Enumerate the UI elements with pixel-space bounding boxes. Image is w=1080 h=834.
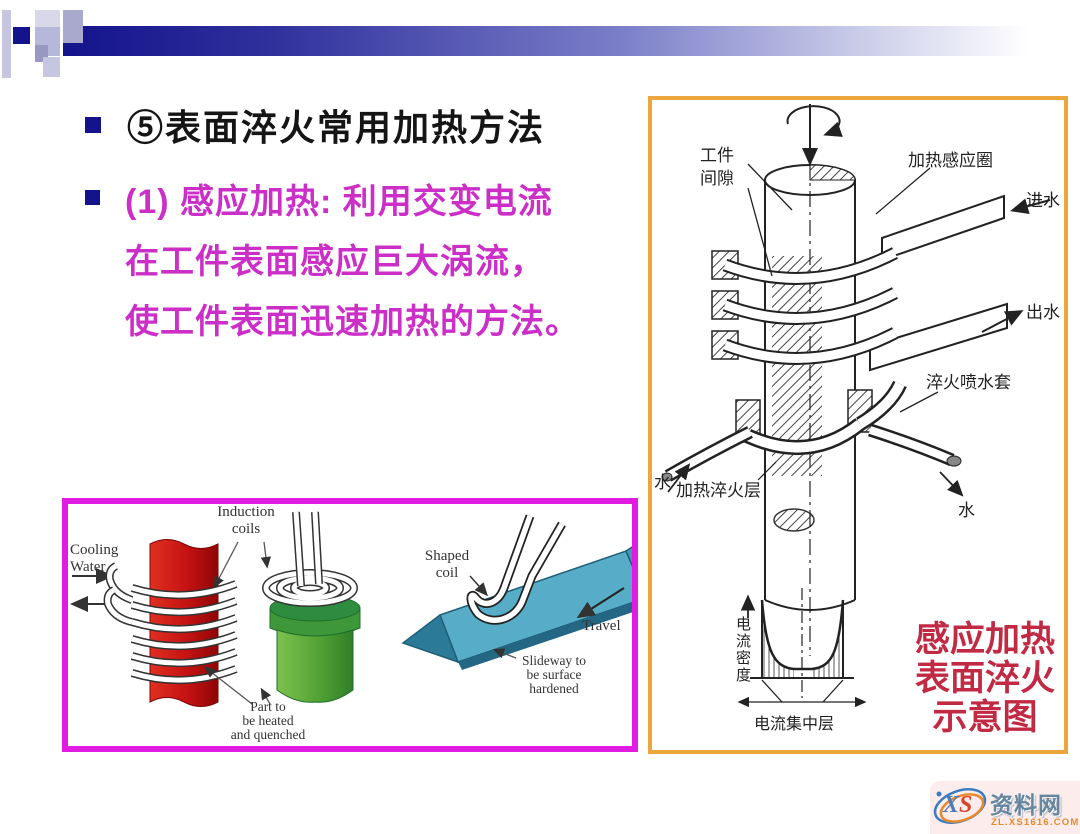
label-water-right: 水	[958, 501, 975, 520]
heating-coil-tube	[711, 247, 898, 365]
deco-square	[43, 57, 60, 77]
body-text: (1) 感应加热: 利用交变电流 在工件表面感应巨大涡流， 使工件表面迅速加热的…	[125, 172, 605, 352]
cooling-water-arrows	[70, 568, 114, 612]
watermark-site-url: ZL.XS1616.COM	[991, 817, 1080, 828]
bullet-square-icon	[85, 190, 100, 205]
workpiece-shaft	[764, 162, 856, 656]
label-workpiece-gap: 工件 间隙	[700, 146, 734, 188]
water-out-tube	[869, 302, 1008, 372]
label-current-density: 电流密度	[734, 616, 750, 684]
label-induction-coils: Induction coils	[217, 504, 275, 537]
label-water-out: 出水	[1026, 303, 1060, 322]
label-concentration-layer: 电流集中层	[754, 716, 835, 733]
label-heating-coil: 加热感应圈	[908, 151, 993, 170]
watermark-logo-text: XS	[943, 792, 973, 818]
rotation-arrow-icon	[786, 104, 843, 166]
watermark-site-name: 资料网	[990, 792, 1062, 818]
induction-hardening-diagram: 工件 间隙 加热感应圈 进水 出水 淬火喷水套 水 加热淬火层 水 电流密度 电…	[648, 96, 1068, 754]
shaped-coil	[466, 514, 566, 625]
label-cooling-water: Cooling Water	[70, 542, 119, 575]
label-shaped-coil: Shaped coil	[424, 548, 470, 581]
body-line: 使工件表面迅速加热的方法。	[125, 303, 580, 341]
quench-spray-jacket	[661, 380, 962, 482]
page-title: ⑤表面淬火常用加热方法	[127, 107, 546, 148]
current-density-graph	[737, 588, 867, 708]
pancake-coil	[262, 511, 358, 607]
body-line: 在工件表面感应巨大涡流，	[125, 243, 545, 281]
induction-coil-illustration	[70, 511, 672, 707]
header-bar	[63, 26, 1080, 56]
label-heated-layer: 加热淬火层	[676, 481, 761, 500]
label-water-in: 进水	[1026, 191, 1060, 210]
helical-coil	[103, 562, 238, 685]
deco-square	[13, 27, 30, 44]
induction-machine-drawing	[661, 104, 1051, 708]
induction-coil-diagram: Cooling Water Induction coils Part to be…	[62, 498, 672, 752]
water-in-tube	[881, 194, 1005, 262]
leader-lines	[203, 541, 625, 705]
green-cylinder-part	[269, 594, 361, 703]
label-travel: Travel	[582, 618, 621, 634]
bullet-square-icon	[85, 117, 101, 133]
deco-square	[35, 10, 60, 28]
label-spray-jacket: 淬火喷水套	[926, 373, 1011, 392]
deco-square	[2, 10, 11, 78]
label-water-left: 水	[654, 473, 671, 492]
diagram-caption: 感应加热 表面淬火 示意图	[914, 620, 1055, 737]
leader-lines	[667, 163, 1051, 497]
label-part-heated: Part to be heated and quenched	[230, 699, 306, 742]
watermark: XS 资料网 ZL.XS1616.COM	[930, 781, 1080, 834]
body-line: (1) 感应加热: 利用交变电流	[125, 183, 553, 221]
label-slideway: Slideway to be surface hardened	[521, 653, 587, 696]
deco-square	[63, 10, 83, 43]
watermark-logo-icon	[933, 788, 987, 824]
